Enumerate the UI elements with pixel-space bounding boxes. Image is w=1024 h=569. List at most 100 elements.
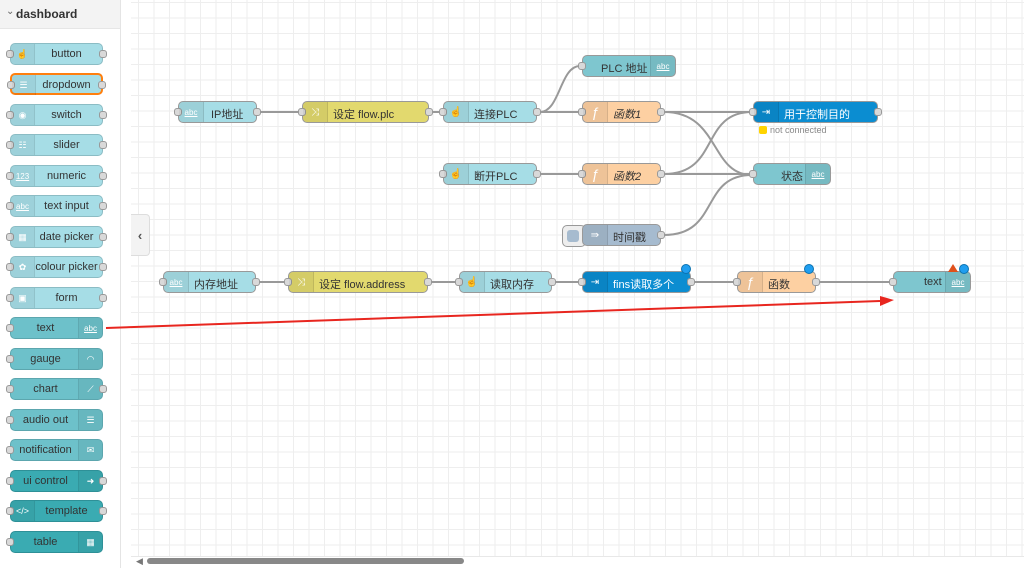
flow-node-timestamp[interactable]: ⇛ 时间戳 [582, 224, 665, 246]
palette-node-label: notification [19, 444, 72, 456]
hand-pointer-icon: ☝ [460, 272, 485, 292]
input-port[interactable] [578, 62, 586, 70]
output-port[interactable] [548, 278, 556, 286]
chevron-left-icon: ‹ [137, 227, 143, 243]
output-port[interactable] [812, 278, 820, 286]
output-port [99, 50, 107, 58]
input-port [6, 477, 14, 485]
input-port[interactable] [298, 108, 306, 116]
flow-node-set-flow-address[interactable]: ⤨ 设定 flow.address [284, 271, 432, 293]
flow-node-ip-address[interactable]: abc IP地址 [174, 101, 261, 123]
input-port[interactable] [749, 170, 757, 178]
text-abc-icon: abc [164, 272, 189, 292]
output-port[interactable] [425, 108, 433, 116]
flow-node-function[interactable]: ƒ 函数 [733, 271, 820, 293]
hand-pointer-icon: ☝ [11, 44, 35, 64]
toggle-icon: ◉ [11, 105, 35, 125]
text-abc-icon: abc [945, 272, 970, 292]
palette-node-audio-out[interactable]: ☰audio out [6, 409, 103, 431]
flow-node-disconnect-plc[interactable]: ☝ 断开PLC [439, 163, 541, 185]
output-port [99, 263, 107, 271]
flow-node-read-memory[interactable]: ☝ 读取内存 [455, 271, 556, 293]
palette-node-colour-picker[interactable]: ✿colour picker [6, 256, 107, 278]
output-port[interactable] [657, 108, 665, 116]
palette-node-label: chart [33, 383, 58, 395]
output-port[interactable] [424, 278, 432, 286]
palette-node-label: colour picker [35, 261, 98, 273]
inject-trigger-button[interactable] [562, 225, 586, 247]
text-abc-icon: abc [805, 164, 830, 184]
input-port[interactable] [159, 278, 167, 286]
palette-node-form[interactable]: ▣form [6, 287, 107, 309]
palette-node-switch[interactable]: ◉ switch [6, 104, 107, 126]
output-port [99, 294, 107, 302]
input-port[interactable] [749, 108, 757, 116]
scroll-left-arrow-icon[interactable]: ◀ [136, 556, 143, 566]
output-port[interactable] [657, 231, 665, 239]
input-port [6, 111, 14, 119]
flow-node-control-purpose[interactable]: ⇥ 用于控制目的 [749, 101, 882, 123]
palette-collapse-button[interactable]: ‹ [131, 214, 150, 256]
input-port[interactable] [733, 278, 741, 286]
output-port[interactable] [252, 278, 260, 286]
output-port[interactable] [874, 108, 882, 116]
palette-node-notification[interactable]: ✉notification [6, 439, 103, 461]
palette-node-template[interactable]: </>template [6, 500, 107, 522]
palette-node-label: switch [51, 109, 82, 121]
output-port[interactable] [253, 108, 261, 116]
flow-node-state[interactable]: 状态 abc [749, 163, 831, 185]
palette-node-gauge[interactable]: ◠ gauge [6, 348, 103, 370]
palette-node-slider[interactable]: ☷slider [6, 134, 107, 156]
palette-node-label: numeric [46, 170, 87, 182]
input-port[interactable] [439, 108, 447, 116]
input-port[interactable] [578, 108, 586, 116]
palette-node-label: audio out [22, 414, 69, 426]
palette-node-chart[interactable]: ⟋chart [6, 378, 107, 400]
output-port[interactable] [533, 170, 541, 178]
input-port[interactable] [578, 170, 586, 178]
input-port[interactable] [889, 278, 897, 286]
flow-node-function2[interactable]: ƒ 函数2 [578, 163, 665, 185]
text-abc-icon: abc [179, 102, 204, 122]
input-port [6, 294, 14, 302]
horizontal-scrollbar-thumb[interactable] [147, 558, 464, 564]
palette-node-ui-control[interactable]: ➜ui control [6, 470, 107, 492]
node-status: not connected [759, 125, 827, 135]
flow-node-set-flow-plc[interactable]: ⤨ 设定 flow.plc [298, 101, 433, 123]
flow-node-connect-plc[interactable]: ☝ 连接PLC [439, 101, 541, 123]
shuffle-icon: ⤨ [303, 102, 328, 122]
function-icon: ƒ [738, 272, 763, 292]
changed-indicator-icon [804, 264, 814, 274]
input-port[interactable] [439, 170, 447, 178]
gauge-icon: ◠ [78, 349, 102, 369]
input-port[interactable] [455, 278, 463, 286]
input-port [6, 446, 14, 454]
palette-node-button[interactable]: ☝button [6, 43, 107, 65]
input-port[interactable] [174, 108, 182, 116]
flow-node-fins-read-multiple[interactable]: ⇥ fins读取多个 [578, 271, 695, 293]
input-port [6, 538, 14, 546]
input-port [6, 50, 14, 58]
output-port [99, 141, 107, 149]
flow-node-function1[interactable]: ƒ 函数1 [578, 101, 665, 123]
output-port [99, 111, 107, 119]
flow-node-text[interactable]: text abc [889, 271, 971, 293]
form-icon: ▣ [11, 288, 35, 308]
output-port [99, 172, 107, 180]
palette-node-table[interactable]: ▦table [6, 531, 103, 553]
output-port[interactable] [657, 170, 665, 178]
palette-node-date-picker[interactable]: ▦date picker [6, 226, 107, 248]
sliders-icon: ☷ [11, 135, 35, 155]
flow-node-plc-address[interactable]: PLC 地址 abc [578, 55, 676, 77]
palette-node-dropdown[interactable]: ☰dropdown [7, 73, 106, 95]
palette-node-label: gauge [30, 353, 61, 365]
input-port[interactable] [578, 278, 586, 286]
input-port[interactable] [284, 278, 292, 286]
flow-node-memory-address[interactable]: abc 内存地址 [159, 271, 260, 293]
palette-category-header[interactable]: ⌄ dashboard [0, 0, 120, 29]
output-port[interactable] [533, 108, 541, 116]
output-port[interactable] [687, 278, 695, 286]
